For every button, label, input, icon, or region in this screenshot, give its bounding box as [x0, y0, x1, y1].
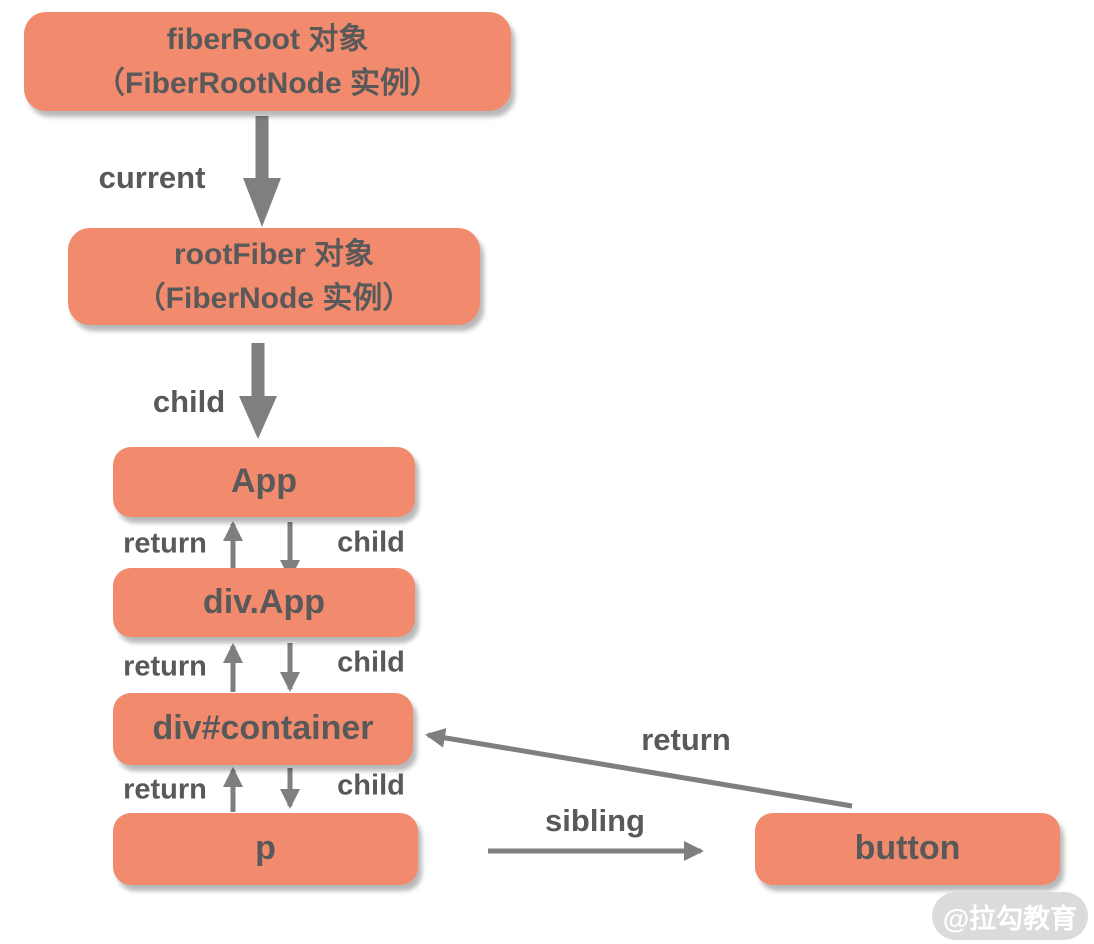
node-div-container-label: div#container [152, 709, 374, 748]
edge-label-sibling: sibling [545, 803, 645, 838]
edge-label-child-2: child [337, 646, 405, 679]
node-button: button [755, 813, 1060, 885]
node-p: p [113, 813, 418, 885]
watermark-badge: @拉勾教育 [932, 892, 1088, 940]
node-div-app: div.App [113, 568, 415, 637]
edge-label-child-root: child [152, 384, 226, 419]
watermark-text: @拉勾教育 [942, 903, 1078, 934]
node-fiber-root-line1: fiberRoot 对象 [166, 23, 369, 56]
node-root-fiber: rootFiber 对象 （FiberNode 实例） [68, 228, 480, 325]
node-fiber-root: fiberRoot 对象 （FiberRootNode 实例） [24, 12, 511, 111]
node-div-app-label: div.App [202, 582, 326, 621]
return-button-arrow [425, 727, 853, 809]
node-fiber-root-line2: （FiberRootNode 实例） [95, 66, 440, 100]
edge-label-return-2: return [123, 650, 207, 683]
node-app: App [113, 447, 415, 517]
edge-label-child-3: child [337, 769, 405, 802]
node-root-fiber-line1: rootFiber 对象 [174, 238, 374, 271]
node-p-label: p [255, 829, 276, 868]
child-root-arrow [239, 343, 277, 439]
edge-label-return-1: return [123, 527, 207, 560]
current-arrow [243, 116, 281, 227]
node-app-label: App [230, 462, 298, 501]
edge-label-return-button: return [641, 722, 731, 757]
node-button-label: button [854, 829, 961, 868]
node-div-container: div#container [113, 693, 413, 765]
edge-label-return-3: return [123, 773, 207, 806]
edge-label-current: current [98, 160, 206, 195]
node-root-fiber-line2: （FiberNode 实例） [135, 281, 413, 315]
edge-label-child-1: child [337, 526, 405, 559]
